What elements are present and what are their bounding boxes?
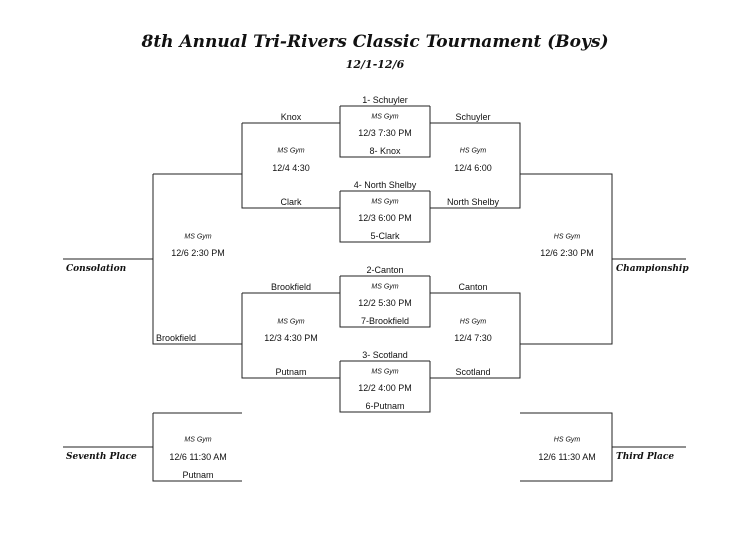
- game2-venue: MS Gym: [371, 198, 399, 206]
- championship-final-time: 12/6 2:30 PM: [540, 248, 594, 258]
- championship-final-venue: HS Gym: [553, 233, 581, 241]
- game4-venue: MS Gym: [371, 368, 399, 376]
- championship-semi1-venue: HS Gym: [459, 147, 487, 155]
- tournament-dates: 12/1-12/6: [345, 58, 405, 71]
- consolation-semi2-bottom-team: Putnam: [275, 367, 307, 377]
- game1-venue: MS Gym: [371, 113, 399, 121]
- game3-bottom-seed: 7-Brookfield: [360, 316, 410, 326]
- game2-bottom-seed: 5-Clark: [370, 231, 400, 241]
- consolation-semi1-venue: MS Gym: [277, 147, 305, 155]
- game4-top-seed: 3- Scotland: [362, 350, 408, 360]
- game2-top-seed: 4- North Shelby: [353, 180, 417, 190]
- third-place-venue: HS Gym: [553, 436, 581, 444]
- seventh-place-team: Putnam: [182, 470, 214, 480]
- consolation-semi1-bottom-team: Clark: [280, 197, 302, 207]
- consolation-label: Consolation: [66, 264, 127, 274]
- consolation-semi2-top-team: Brookfield: [270, 282, 312, 292]
- consolation-semi2-time: 12/3 4:30 PM: [264, 333, 318, 343]
- game4-time: 12/2 4:00 PM: [358, 383, 412, 393]
- third-place-label: Third Place: [616, 452, 675, 462]
- consolation-final-time: 12/6 2:30 PM: [171, 248, 225, 258]
- consolation-semi2-venue: MS Gym: [277, 318, 305, 326]
- game2-time: 12/3 6:00 PM: [358, 213, 412, 223]
- consolation-final-venue: MS Gym: [184, 233, 212, 241]
- seventh-place-venue: MS Gym: [184, 436, 212, 444]
- game1-bottom-seed: 8- Knox: [369, 146, 401, 156]
- game3-top-seed: 2-Canton: [366, 265, 404, 275]
- tournament-title: 8th Annual Tri-Rivers Classic Tournament…: [141, 32, 609, 52]
- game3-time: 12/2 5:30 PM: [358, 298, 412, 308]
- game1-top-seed: 1- Schuyler: [362, 95, 408, 105]
- game4-bottom-seed: 6-Putnam: [365, 401, 405, 411]
- consolation-semi1-time: 12/4 4:30: [272, 163, 310, 173]
- game1-time: 12/3 7:30 PM: [358, 128, 412, 138]
- championship-semi2-top-team: Canton: [458, 282, 488, 292]
- consolation-semi1-top-team: Knox: [280, 112, 302, 122]
- consolation-final-advancer: Brookfield: [156, 333, 197, 343]
- championship-semi2-bottom-team: Scotland: [455, 367, 491, 377]
- game3-venue: MS Gym: [371, 283, 399, 291]
- championship-semi2-time: 12/4 7:30: [454, 333, 492, 343]
- championship-semi1-bottom-team: North Shelby: [446, 197, 500, 207]
- third-place-time: 12/6 11:30 AM: [538, 452, 596, 462]
- championship-semi2-venue: HS Gym: [459, 318, 487, 326]
- seventh-place-label: Seventh Place: [66, 452, 137, 462]
- seventh-place-time: 12/6 11:30 AM: [169, 452, 227, 462]
- championship-semi1-time: 12/4 6:00: [454, 163, 492, 173]
- championship-label: Championship: [616, 264, 689, 274]
- championship-semi1-top-team: Schuyler: [455, 112, 491, 122]
